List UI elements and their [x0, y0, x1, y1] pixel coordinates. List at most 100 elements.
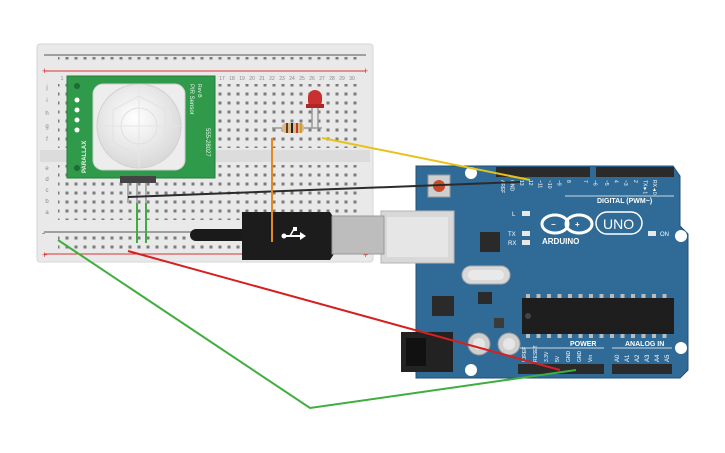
pir-dome	[92, 83, 186, 171]
column-number: 24	[289, 76, 295, 82]
svg-text:−: −	[551, 220, 556, 229]
small-component	[494, 318, 504, 328]
digital-pin-label: ~6	[592, 180, 598, 186]
chip-pin	[599, 334, 604, 338]
voltage-regulator	[432, 296, 454, 316]
tx-led-label: TX	[508, 232, 516, 238]
chip-pin	[641, 334, 646, 338]
digital-pin-label: 12	[527, 180, 533, 186]
column-number: 27	[319, 76, 325, 82]
row-letter: g	[45, 124, 48, 130]
column-number: 25	[299, 76, 305, 82]
pir-part-number: 555-28027	[204, 128, 210, 157]
column-number: 22	[269, 76, 275, 82]
digital-pin-label: GND	[508, 180, 514, 192]
column-number: 26	[309, 76, 315, 82]
chip-pin	[526, 334, 530, 338]
top-power-rail: + +	[42, 54, 368, 76]
yellow-wire	[321, 137, 531, 181]
chip-pin	[652, 334, 656, 338]
digital-pwm-label: DIGITAL (PWM~)	[597, 198, 652, 205]
rail-plus-label: +	[42, 66, 47, 76]
chip-pin	[631, 294, 635, 298]
digital-pin-label: TX►1	[641, 180, 647, 194]
column-number: 19	[239, 76, 245, 82]
chip-pin	[589, 294, 593, 298]
column-number: 18	[229, 76, 235, 82]
arduino-brand: ARDUINO	[542, 237, 579, 246]
chip-pin	[652, 294, 656, 298]
small-chip	[478, 292, 492, 304]
power-pin-label: 5V	[555, 355, 561, 362]
chip-pin	[578, 334, 583, 338]
arduino-logo: − + ARDUINO UNO	[540, 211, 643, 246]
digital-pin-label: ~10	[546, 180, 552, 189]
chip-pin	[568, 294, 572, 298]
chip-pin	[536, 334, 541, 338]
chip-pin	[536, 294, 541, 298]
row-letter: c	[46, 188, 49, 194]
digital-pin-label: ~5	[603, 180, 609, 186]
row-letter: b	[45, 199, 49, 205]
digital-pin-label: 4	[613, 180, 619, 183]
chip-pin	[641, 294, 646, 298]
wires	[57, 137, 577, 410]
svg-text:+: +	[575, 220, 580, 229]
digital-pin-label: AREF	[499, 180, 505, 193]
digital-pin-label: 13	[518, 180, 524, 186]
row-letter: j	[45, 85, 47, 91]
analog-header	[612, 364, 672, 374]
digital-pin-label: ~11	[537, 180, 543, 188]
chip-pin	[662, 294, 667, 298]
chip-pin	[620, 334, 625, 338]
power-pin-label: GND	[566, 351, 572, 363]
rail-plus-label: +	[363, 66, 368, 76]
power-header	[518, 364, 604, 374]
atmega-chip	[522, 294, 674, 338]
chip-pin	[526, 294, 530, 298]
digital-pin-label: ~3	[622, 180, 628, 186]
l-led-label: L	[512, 212, 516, 218]
power-pin-label: Vin	[588, 355, 594, 362]
chip-pin	[599, 294, 604, 298]
row-letter: e	[45, 166, 49, 172]
analog-pin-label: A2	[635, 354, 641, 362]
row-letter: d	[45, 177, 48, 183]
red-led	[306, 90, 324, 128]
usb-chip	[480, 232, 500, 252]
column-number: 30	[349, 76, 355, 82]
column-number: 1	[61, 76, 64, 82]
pir-pin-dots	[74, 97, 80, 133]
analog-pin-label: A3	[645, 354, 651, 362]
chip-pin	[620, 294, 625, 298]
analog-pin-label: A5	[665, 354, 671, 362]
row-letter: h	[45, 111, 48, 117]
chip-pin	[557, 294, 562, 298]
black-wire	[127, 181, 521, 198]
power-pin-label: GND	[577, 351, 583, 363]
chip-pin	[578, 294, 583, 298]
digital-pin-label: 7	[582, 180, 588, 183]
rail-plus-label: +	[42, 250, 47, 260]
column-number: 23	[279, 76, 285, 82]
pir-brand: PARALLAX	[82, 141, 88, 173]
row-letter: f	[46, 137, 48, 143]
row-letter: a	[45, 210, 49, 216]
chip-pin	[589, 334, 593, 338]
chip-pin	[610, 294, 614, 298]
analog-pin-label: A1	[625, 354, 631, 362]
pir-sensor: PARALLAX PIR Sensor Rev B 555-28027	[66, 75, 216, 203]
chip-pin	[610, 334, 614, 338]
column-number: 28	[329, 76, 335, 82]
on-led-label: ON	[660, 232, 669, 238]
digital-pin-label: RX◄0	[651, 180, 657, 195]
rail-plus-label: +	[363, 250, 368, 260]
chip-pin	[557, 334, 562, 338]
column-number: 20	[249, 76, 255, 82]
